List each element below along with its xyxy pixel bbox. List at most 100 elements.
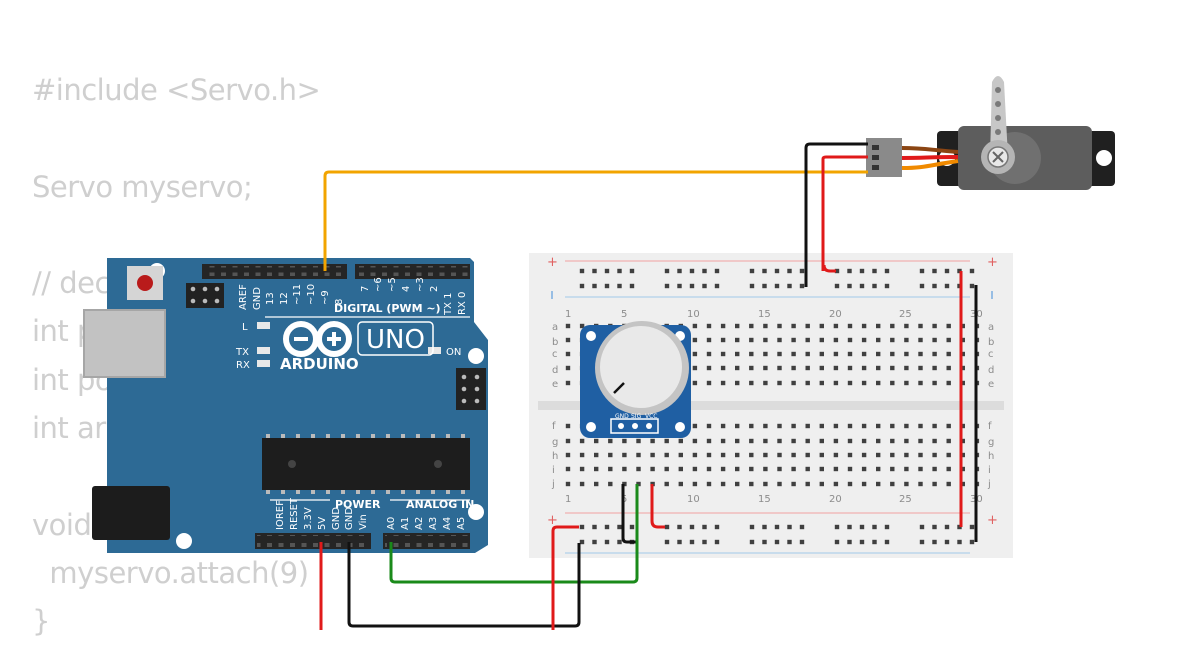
- breadboard-hole: [876, 365, 881, 371]
- rail-hole: [714, 524, 720, 530]
- rail-hole: [604, 268, 610, 274]
- breadboard-hole: [876, 452, 881, 458]
- pin-label: GND: [252, 287, 263, 310]
- breadboard-hole: [749, 380, 754, 386]
- breadboard-hole: [847, 423, 853, 429]
- breadboard-hole: [720, 323, 726, 329]
- breadboard-hole: [791, 380, 796, 386]
- pin-label: A5: [456, 517, 467, 530]
- breadboard-hole: [579, 481, 585, 487]
- row-letters-right: a b c d e f g h i j: [987, 322, 994, 490]
- reset-button-cap[interactable]: [137, 275, 153, 291]
- rail-hole: [944, 283, 950, 289]
- breadboard-hole: [960, 351, 965, 357]
- breadboard-hole: [932, 380, 937, 386]
- pin-label: ~11: [292, 284, 303, 305]
- wire-pot-power[interactable]: [650, 484, 665, 529]
- breadboard-hole: [819, 466, 824, 472]
- breadboard-hole: [777, 380, 782, 386]
- breadboard-hole: [749, 365, 754, 371]
- rail-hole: [834, 539, 840, 545]
- breadboard-hole: [861, 323, 867, 329]
- breadboard-hole: [636, 438, 641, 444]
- breadboard-hole: [847, 323, 853, 329]
- rail-hole: [629, 283, 635, 289]
- breadboard-hole: [960, 423, 965, 429]
- breadboard-hole: [692, 481, 698, 487]
- breadboard-hole: [890, 323, 895, 329]
- breadboard-hole: [735, 481, 740, 487]
- rail-hole: [762, 283, 767, 289]
- breadboard-hole: [720, 466, 726, 472]
- wire-servo-ground[interactable]: [804, 142, 868, 287]
- breadboard-hole: [763, 351, 768, 357]
- rail-hole: [629, 524, 635, 530]
- pot-knob[interactable]: [600, 326, 682, 408]
- rail-hole: [884, 539, 890, 545]
- row-letter: b: [552, 337, 558, 348]
- pin-label: A4: [442, 517, 453, 530]
- breadboard-hole: [946, 466, 951, 472]
- breadboard-hole: [594, 481, 599, 487]
- breadboard-hole: [819, 423, 824, 429]
- wire-servo-power[interactable]: [821, 155, 868, 271]
- breadboard-hole: [791, 481, 796, 487]
- rail-hole: [774, 283, 780, 289]
- breadboard-hole: [918, 351, 923, 357]
- rail-hole: [677, 283, 682, 289]
- circuit-diagram: AREF GND 13 12 ~11 ~10 ~9 8 7 ~6 ~5 4 ~3…: [83, 76, 1115, 630]
- breadboard-hole: [946, 351, 951, 357]
- wire-gnd-to-rail[interactable]: [347, 542, 581, 628]
- breadboard-hole: [918, 423, 923, 429]
- breadboard-hole: [861, 438, 867, 444]
- wire-servo-signal[interactable]: [323, 170, 868, 271]
- column-number: 15: [758, 309, 771, 320]
- rail-hole: [629, 268, 635, 274]
- wire-pot-ground[interactable]: [621, 484, 637, 544]
- pin-label: 3.3V: [303, 507, 314, 530]
- breadboard-hole: [777, 438, 782, 444]
- potentiometer-module[interactable]: GND SIG VCC: [580, 321, 691, 438]
- breadboard-hole: [890, 466, 895, 472]
- rail-hole: [932, 268, 937, 274]
- rail-hole: [579, 539, 585, 545]
- breadboard-hole: [847, 365, 853, 371]
- breadboard-hole: [692, 351, 698, 357]
- rail-hole: [884, 268, 890, 274]
- wire-5v-to-rail[interactable]: [551, 525, 579, 630]
- breadboard-hole: [565, 365, 571, 371]
- breadboard-hole: [904, 481, 909, 487]
- breadboard-hole: [833, 337, 839, 343]
- breadboard-hole: [777, 351, 782, 357]
- breadboard-hole: [664, 438, 669, 444]
- breadboard-hole: [960, 481, 965, 487]
- breadboard-hole: [932, 438, 937, 444]
- breadboard-hole: [890, 337, 895, 343]
- pot-pin-header: [610, 418, 659, 434]
- code-line: #include <Servo.h>: [32, 73, 321, 107]
- arduino-uno-board[interactable]: AREF GND 13 12 ~11 ~10 ~9 8 7 ~6 ~5 4 ~3…: [83, 258, 488, 553]
- pin-label: ~5: [387, 277, 398, 292]
- pin-label: TX 1: [443, 293, 454, 317]
- rail-hole: [677, 539, 682, 545]
- breadboard-hole: [833, 351, 839, 357]
- breadboard-hole: [608, 452, 613, 458]
- breadboard-hole: [777, 337, 782, 343]
- rail-hole: [762, 268, 767, 274]
- pin-label: 8: [334, 299, 345, 305]
- rail-hole: [872, 524, 877, 530]
- breadboard-hole: [763, 380, 768, 386]
- breadboard-hole: [890, 380, 895, 386]
- breadboard-hole: [777, 481, 782, 487]
- pot-indicator: [613, 382, 625, 394]
- pot-pin-label-vcc: VCC: [645, 413, 657, 420]
- pin-label: A3: [428, 517, 439, 530]
- breadboard-hole: [918, 365, 923, 371]
- bottom-rail-plus: +: [547, 513, 558, 528]
- rail-hole: [749, 283, 755, 289]
- servo-motor[interactable]: [866, 76, 1115, 190]
- wire-pot-signal-a0[interactable]: [389, 484, 639, 584]
- rail-hole: [749, 539, 755, 545]
- rail-hole: [664, 268, 670, 274]
- rail-hole: [919, 283, 925, 289]
